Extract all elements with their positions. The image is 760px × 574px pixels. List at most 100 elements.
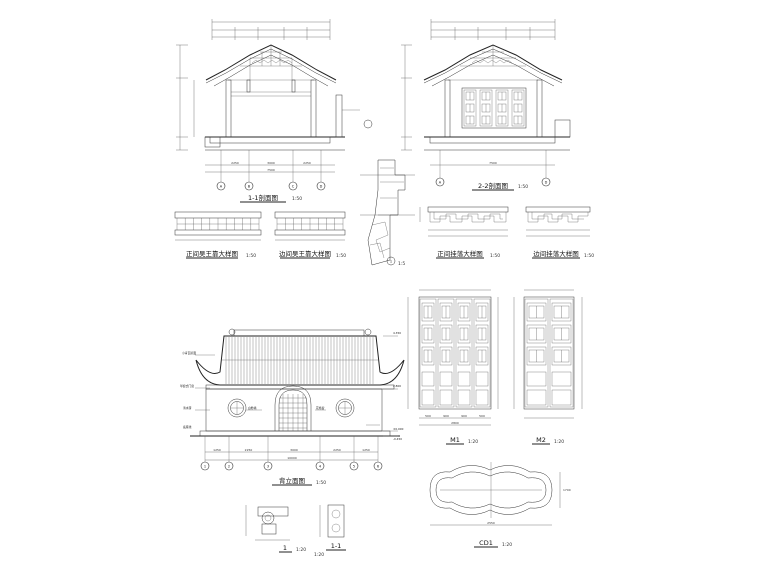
axis-bubble bbox=[316, 181, 326, 191]
elevation-label: 琴窗式门窗 bbox=[180, 384, 194, 388]
drawing-scale: 1:50 bbox=[584, 253, 594, 259]
total-dim: 7500 bbox=[267, 168, 275, 172]
door-leaf bbox=[455, 298, 473, 408]
elevation-label: 白粉墙 bbox=[248, 406, 257, 410]
door-dim: 900 bbox=[443, 414, 449, 418]
section-small-1-1: 1-1 1:20 bbox=[314, 504, 346, 558]
axis-bubble bbox=[288, 181, 298, 191]
detail-main-beam: 正间吴王靠大样图 1:50 bbox=[174, 211, 262, 259]
plan-dim: 1700 bbox=[563, 488, 571, 492]
axis-bubble bbox=[244, 181, 254, 191]
arched-lattice-window bbox=[274, 385, 312, 431]
drawing-scale: 1:50 bbox=[518, 184, 528, 190]
axis-label: B bbox=[248, 184, 251, 188]
axis-bubble bbox=[216, 181, 226, 191]
elevation-label: 清水砖 bbox=[183, 406, 192, 410]
section-small-1: 1 1:20 bbox=[245, 505, 306, 553]
drawing-scale: 1:50 bbox=[292, 196, 302, 202]
drawing-scale: 1:50 bbox=[490, 253, 500, 259]
drawing-scale: 1:50 bbox=[246, 253, 256, 259]
drawing-scale: 1:20 bbox=[554, 439, 564, 445]
door-dim: 500 bbox=[425, 414, 431, 418]
axis-dim: 2250 bbox=[231, 161, 239, 165]
axis-bubble bbox=[200, 461, 210, 471]
axis-label: C bbox=[292, 184, 295, 188]
lattice-panel bbox=[461, 87, 527, 129]
axis-bubble bbox=[373, 461, 383, 471]
axis-dim: 3000 bbox=[267, 161, 275, 165]
axis-bubble bbox=[349, 461, 359, 471]
drawing-title: M2 bbox=[536, 436, 546, 444]
total-dim: 2800 bbox=[451, 421, 459, 425]
drawing-title: 2-2剖面图 bbox=[478, 181, 508, 190]
round-window bbox=[227, 398, 247, 418]
plan-cd1: 2550 1700 CD1 1:20 bbox=[429, 462, 571, 548]
axis-label: A bbox=[220, 184, 223, 188]
drawing-scale: 1:20 bbox=[502, 542, 512, 548]
drawing-scale: 1:20 bbox=[296, 547, 306, 553]
drawing-title: 正间吴王靠大样图 bbox=[186, 249, 238, 258]
axis-bubble bbox=[263, 461, 273, 471]
elevation-label: 底座线 bbox=[183, 425, 192, 429]
plan-dim: 2550 bbox=[487, 521, 495, 525]
axis-label: 3 bbox=[267, 464, 269, 468]
axis-dim: 2250 bbox=[333, 448, 341, 452]
section-marker bbox=[363, 119, 373, 129]
elevation-label: 花格窗 bbox=[316, 406, 325, 410]
drawing-scale: 1:5 bbox=[398, 261, 405, 267]
drawing-title: 边间吴王靠大样图 bbox=[279, 249, 331, 258]
axis-bubble bbox=[315, 461, 325, 471]
door-m1: 500 900 900 500 2800 M1 1:20 bbox=[407, 289, 499, 445]
total-dim: 7500 bbox=[489, 161, 497, 165]
detail-main-hang: 正间挂落大样图 1:50 bbox=[419, 206, 509, 259]
axis-label: 2 bbox=[228, 464, 230, 468]
drawing-title: 正间挂落大样图 bbox=[437, 249, 483, 258]
axis-bubble bbox=[541, 177, 551, 187]
door-dim: 500 bbox=[479, 414, 485, 418]
axis-dim: 1250 bbox=[213, 448, 221, 452]
elevation-label: 小青瓦屋面 bbox=[182, 351, 196, 355]
drawing-title: CD1 bbox=[479, 539, 493, 547]
drawing-scale: 1:20 bbox=[468, 439, 478, 445]
section-1-1: A B C D 2250 3000 2250 7500 1-1剖面图 1:50 bbox=[176, 19, 373, 203]
axis-label: D bbox=[320, 184, 323, 188]
door-leaf bbox=[419, 298, 437, 408]
axis-label: 5 bbox=[353, 464, 355, 468]
level-mark: 2.800 bbox=[393, 384, 401, 388]
drawing-title: 边间挂落大样图 bbox=[533, 249, 579, 258]
axis-bubble bbox=[224, 461, 234, 471]
door-m2: M2 1:20 bbox=[513, 289, 583, 445]
total-dim: 10000 bbox=[287, 456, 297, 460]
door-leaf bbox=[549, 298, 574, 408]
level-mark: ±0.000 bbox=[393, 427, 404, 431]
axis-dim: 2250 bbox=[245, 448, 253, 452]
drawing-scale: 1:50 bbox=[316, 480, 326, 486]
detail-side-beam: 边间吴王靠大样图 1:50 bbox=[274, 211, 346, 259]
door-leaf bbox=[524, 298, 549, 408]
axis-dim: 1250 bbox=[362, 448, 370, 452]
door-dim: 900 bbox=[461, 414, 467, 418]
axis-dim: 2250 bbox=[303, 161, 311, 165]
drawing-title: 1-1 bbox=[331, 542, 342, 550]
drawing-scale: 1:20 bbox=[314, 552, 324, 558]
level-mark: -0.450 bbox=[393, 437, 402, 441]
drawing-title: M1 bbox=[450, 436, 460, 444]
axis-label: A bbox=[439, 180, 442, 184]
axis-label: 4 bbox=[319, 464, 322, 468]
drawing-title: 1 bbox=[283, 544, 287, 552]
axis-bubble bbox=[435, 177, 445, 187]
level-mark: 4.350 bbox=[393, 331, 401, 335]
drawing-title: 1-1剖面图 bbox=[248, 193, 278, 202]
round-window bbox=[335, 398, 355, 418]
detail-base: 1 1:5 bbox=[360, 159, 415, 267]
detail-marker: 1 bbox=[390, 260, 392, 264]
back-elevation: 小青瓦屋面 琴窗式门窗 清水砖 白粉墙 花格窗 底座线 4.350 2.800 … bbox=[180, 328, 405, 486]
drawing-scale: 1:50 bbox=[336, 253, 346, 259]
drawing-title: 背立面图 bbox=[279, 476, 305, 485]
detail-side-hang: 边间挂落大样图 1:50 bbox=[525, 206, 594, 259]
axis-dim: 3000 bbox=[290, 448, 298, 452]
axis-label: 6 bbox=[377, 464, 379, 468]
